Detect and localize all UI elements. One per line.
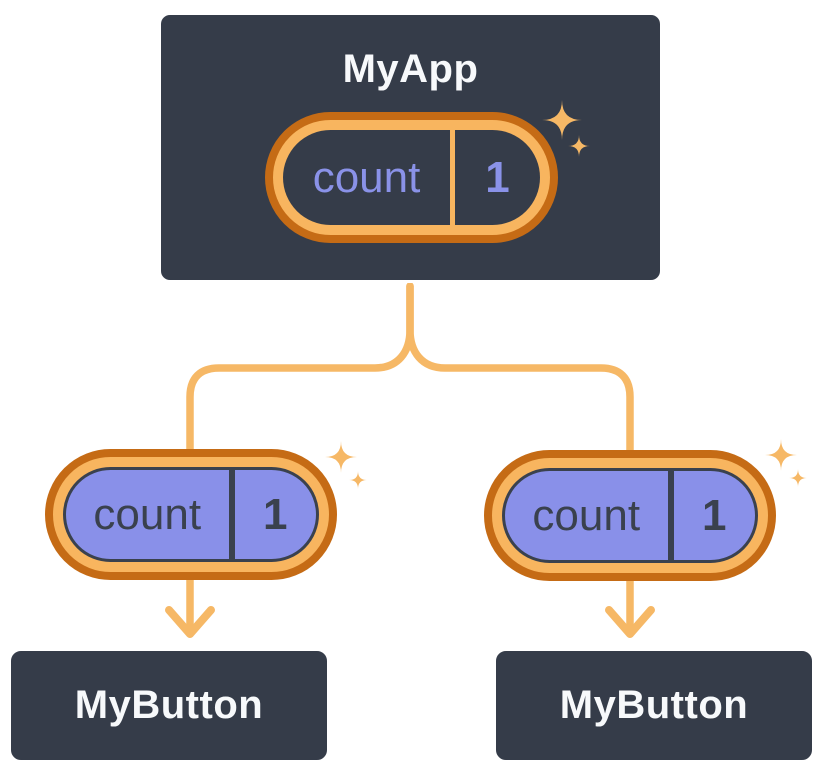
state-pill-count: count 1 (265, 112, 558, 243)
state-pill-key-cell: count (283, 130, 450, 225)
prop-pill-value-cell: 1 (235, 470, 317, 559)
sparkle-icon (765, 439, 797, 471)
prop-pill-body: count 1 (502, 468, 758, 563)
prop-value: 1 (263, 489, 288, 539)
prop-value: 1 (702, 490, 727, 540)
state-name: count (312, 152, 421, 202)
prop-name: count (532, 490, 641, 540)
sparkle-icon (789, 469, 807, 487)
prop-pill-count-left: count 1 (45, 449, 337, 580)
state-pill-value-cell: 1 (455, 130, 540, 225)
prop-pill-key-cell: count (505, 471, 668, 560)
component-label-mybutton: MyButton (559, 683, 749, 727)
arrowhead-down-right-icon (605, 606, 655, 638)
component-label-mybutton: MyButton (74, 683, 264, 727)
sparkle-icon (325, 441, 357, 473)
component-box-mybutton-left: MyButton (8, 648, 330, 763)
component-label-myapp: MyApp (342, 47, 479, 91)
prop-pill-body: count 1 (63, 467, 319, 562)
prop-pill-value-cell: 1 (674, 471, 756, 560)
state-value: 1 (485, 152, 510, 202)
state-pill-body: count 1 (283, 130, 540, 225)
arrowhead-down-left-icon (165, 606, 215, 638)
prop-pill-key-cell: count (66, 470, 229, 559)
prop-pill-count-right: count 1 (484, 450, 776, 581)
component-box-mybutton-right: MyButton (493, 648, 815, 763)
prop-name: count (93, 489, 202, 539)
sparkle-icon (349, 471, 367, 489)
pill-divider (450, 130, 456, 225)
pill-divider (667, 471, 674, 560)
